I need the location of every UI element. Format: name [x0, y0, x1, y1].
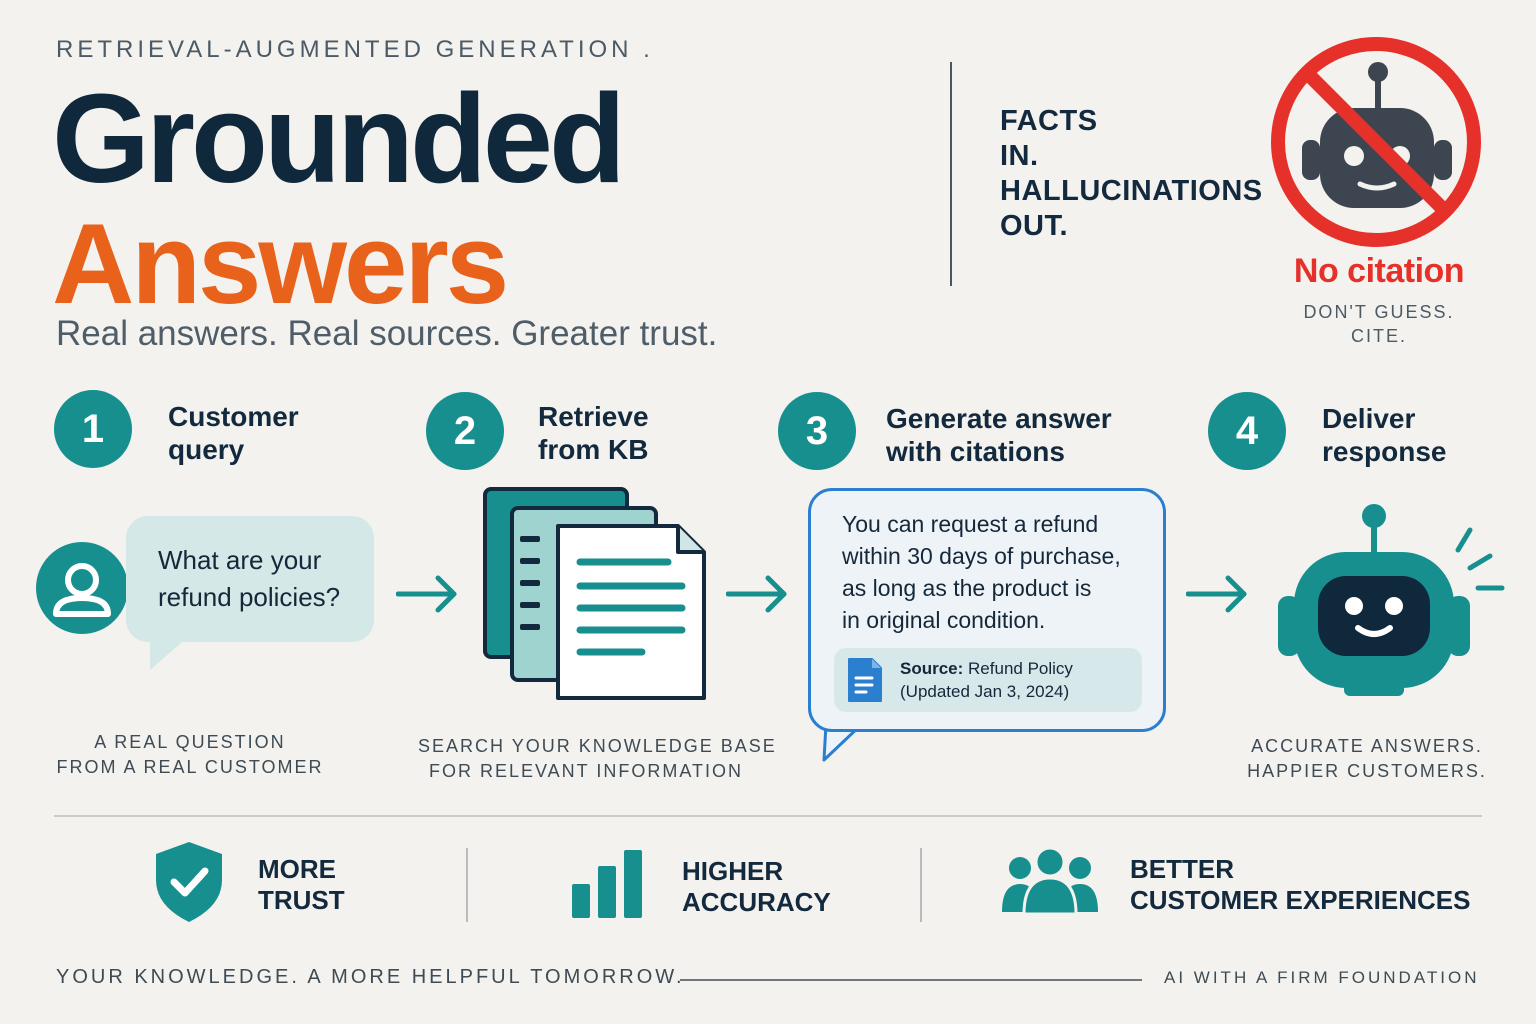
step-title-line: from KB: [538, 434, 649, 465]
caption-line: A REAL QUESTION: [94, 732, 286, 752]
arrow-right-icon: [1186, 575, 1247, 613]
arrow-right-icon: [726, 575, 787, 613]
step-1-caption: A REAL QUESTION FROM A REAL CUSTOMER: [40, 730, 340, 780]
source-name: Refund Policy: [968, 659, 1073, 678]
eyebrow-label: RETRIEVAL-AUGMENTED GENERATION .: [56, 36, 654, 63]
benefit-trust: MORE TRUST: [258, 854, 345, 916]
step-4-number: 4: [1208, 392, 1286, 470]
step-2-number: 2: [426, 392, 504, 470]
step-3-title: Generate answer with citations: [886, 402, 1112, 468]
caption-line: HAPPIER CUSTOMERS.: [1247, 761, 1487, 781]
shield-check-icon: [156, 842, 222, 922]
benefit-experience: BETTER CUSTOMER EXPERIENCES: [1130, 854, 1470, 916]
user-avatar-icon: [36, 542, 128, 634]
step-4-caption: ACCURATE ANSWERS. HAPPIER CUSTOMERS.: [1232, 734, 1502, 784]
document-icon: [848, 658, 882, 702]
benefit-label-line: HIGHER: [682, 856, 784, 886]
source-citation[interactable]: [834, 648, 1142, 712]
footer-rule: [680, 979, 1142, 981]
answer-text-line: within 30 days of purchase,: [842, 543, 1121, 569]
bar-chart-icon: [572, 850, 642, 918]
query-text-line: What are your: [158, 545, 322, 575]
header-divider: [950, 62, 952, 286]
section-divider: [54, 815, 1482, 817]
no-citation-label: No citation: [1293, 252, 1465, 290]
step-2-title: Retrieve from KB: [538, 400, 649, 466]
step-title-line: Generate answer: [886, 403, 1112, 434]
slogan-line: IN.: [1000, 140, 1039, 172]
answer-text-line: in original condition.: [842, 607, 1046, 633]
caption-line: ACCURATE ANSWERS.: [1251, 736, 1483, 756]
benefit-separator: [466, 848, 468, 922]
people-icon: [1002, 846, 1098, 914]
answer-text: You can request a refund within 30 days …: [842, 508, 1152, 636]
step-2-caption: SEARCH YOUR KNOWLEDGE BASE FOR RELEVANT …: [418, 734, 777, 784]
no-citation-sub-line: DON'T GUESS.: [1303, 302, 1455, 322]
benefit-label-line: MORE: [258, 854, 336, 884]
no-citation-sub-line: CITE.: [1350, 326, 1407, 346]
benefit-separator: [920, 848, 922, 922]
benefit-label-line: BETTER: [1130, 854, 1234, 884]
query-bubble: What are your refund policies?: [126, 516, 374, 642]
page-subtitle: Real answers. Real sources. Greater trus…: [56, 314, 718, 353]
answer-text-line: You can request a refund: [842, 511, 1099, 537]
source-label: Source:: [900, 659, 964, 678]
caption-line: FOR RELEVANT INFORMATION: [428, 761, 744, 781]
no-citation-sub: DON'T GUESS. CITE.: [1256, 300, 1502, 348]
source-updated: (Updated Jan 3, 2024): [900, 682, 1070, 701]
source-text: Source: Refund Policy (Updated Jan 3, 20…: [900, 657, 1073, 703]
step-title-line: Customer: [168, 401, 299, 432]
page-title-line1: Grounded: [52, 68, 626, 209]
step-title-line: Retrieve: [538, 401, 649, 432]
benefit-label-line: TRUST: [258, 885, 345, 915]
happy-robot-icon: [1278, 504, 1505, 696]
benefit-label-line: ACCURACY: [682, 887, 831, 917]
step-3-number: 3: [778, 392, 856, 470]
step-title-line: response: [1322, 436, 1447, 467]
arrow-right-icon: [396, 575, 457, 613]
slogan-line: FACTS: [1000, 105, 1098, 137]
slogan: FACTS IN. HALLUCINATIONS OUT.: [1000, 104, 1263, 244]
footer-brand: AI WITH A FIRM FOUNDATION: [1164, 968, 1480, 987]
slogan-line: HALLUCINATIONS: [1000, 175, 1263, 207]
query-text-line: refund policies?: [158, 582, 341, 612]
step-1-title: Customer query: [168, 400, 299, 466]
step-1-number: 1: [54, 390, 132, 468]
step-title-line: query: [168, 434, 245, 465]
page-title-line2: Answers: [52, 201, 509, 328]
step-title-line: Deliver: [1322, 403, 1416, 434]
step-title-line: with citations: [886, 436, 1065, 467]
footer-tagline: YOUR KNOWLEDGE. A MORE HELPFUL TOMORROW.: [56, 966, 685, 988]
slogan-line: OUT.: [1000, 210, 1069, 242]
documents-stack-icon: [483, 487, 706, 700]
caption-line: SEARCH YOUR KNOWLEDGE BASE: [418, 736, 777, 756]
no-robot-icon: [1271, 37, 1481, 247]
benefit-label-line: CUSTOMER EXPERIENCES: [1130, 885, 1471, 915]
benefit-accuracy: HIGHER ACCURACY: [682, 856, 831, 918]
step-4-title: Deliver response: [1322, 402, 1447, 468]
caption-line: FROM A REAL CUSTOMER: [56, 757, 324, 777]
answer-text-line: as long as the product is: [842, 575, 1092, 601]
